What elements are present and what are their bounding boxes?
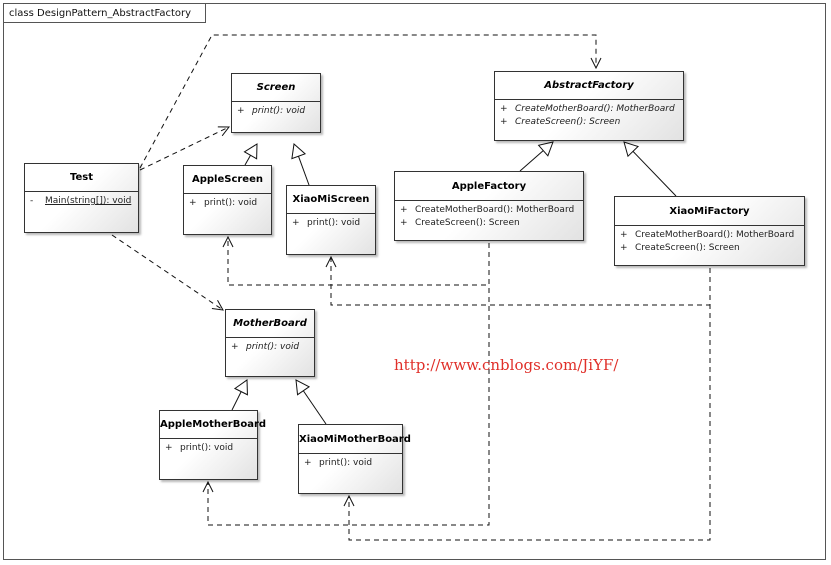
operations-compartment: + CreateMotherBoard(): MotherBoard + Create… bbox=[395, 201, 583, 230]
dep-test-motherboard-line bbox=[111, 234, 224, 311]
class-name: XiaoMiMotherBoard bbox=[299, 425, 411, 454]
operations-compartment: + print(): void bbox=[287, 214, 375, 230]
class-apple-motherboard[interactable]: AppleMotherBoard + print(): void bbox=[159, 410, 266, 480]
dep-test-abstractfactory-line bbox=[139, 34, 597, 169]
gen-xiaomiscreen-screen-line bbox=[297, 156, 310, 186]
operation: + CreateScreen(): Screen bbox=[615, 242, 804, 255]
gen-xiaomifactory-abstractfactory-line bbox=[632, 151, 677, 197]
operation: - Main(string[]): void bbox=[25, 195, 138, 208]
visibility-marker: + bbox=[292, 218, 300, 228]
visibility-marker: + bbox=[620, 243, 628, 253]
operation-signature: Main(string[]): void bbox=[45, 196, 132, 206]
gen-applemotherboard-motherboard-line bbox=[231, 391, 242, 411]
operation-signature: CreateScreen(): Screen bbox=[415, 218, 520, 228]
operation: + CreateScreen(): Screen bbox=[495, 116, 683, 129]
operation-signature: print(): void bbox=[307, 218, 361, 228]
class-screen[interactable]: Screen + print(): void bbox=[231, 73, 321, 133]
class-name: AppleScreen bbox=[184, 166, 271, 194]
visibility-marker: + bbox=[237, 106, 245, 116]
diagram-frame: class DesignPattern_AbstractFactory bbox=[3, 3, 826, 560]
dep-xiaomifactory-xiaomimotherboard-line bbox=[348, 268, 711, 541]
class-name: Test bbox=[25, 164, 138, 192]
operations-compartment: + CreateMotherBoard(): MotherBoard + Create… bbox=[615, 226, 804, 255]
dep-test-screen-line bbox=[139, 126, 230, 171]
operation: + print(): void bbox=[226, 341, 314, 354]
operation: + print(): void bbox=[160, 442, 257, 455]
class-name: AppleFactory bbox=[395, 172, 583, 201]
gen-xiaomimotherboard-motherboard-line bbox=[302, 390, 327, 425]
operations-compartment: + print(): void bbox=[232, 102, 320, 118]
dep-test-abstractfactory-arrowhead bbox=[590, 57, 602, 70]
class-apple-screen[interactable]: AppleScreen + print(): void bbox=[183, 165, 272, 235]
visibility-marker: + bbox=[620, 230, 628, 240]
operation: + print(): void bbox=[184, 197, 271, 210]
operation-signature: print(): void bbox=[204, 198, 258, 208]
watermark: http://www.cnblogs.com/JiYF/ bbox=[394, 356, 619, 374]
class-name: MotherBoard bbox=[226, 310, 314, 338]
dep-xiaomifactory-xiaomimotherboard-arrowhead bbox=[343, 494, 355, 507]
dep-test-screen-arrowhead bbox=[217, 126, 231, 137]
visibility-marker: + bbox=[165, 443, 173, 453]
visibility-marker: + bbox=[400, 205, 408, 215]
class-name: AppleMotherBoard bbox=[160, 411, 266, 439]
frame-label: class DesignPattern_AbstractFactory bbox=[4, 4, 207, 23]
class-xiaomi-motherboard[interactable]: XiaoMiMotherBoard + print(): void bbox=[298, 424, 411, 494]
operation-signature: CreateMotherBoard(): MotherBoard bbox=[415, 205, 575, 215]
operations-compartment: + print(): void bbox=[184, 194, 271, 210]
operation-signature: print(): void bbox=[319, 458, 373, 468]
gen-xiaomiscreen-screen-arrowhead bbox=[291, 143, 306, 160]
visibility-marker: + bbox=[231, 342, 239, 352]
dep-applefactory-applescreen-arrowhead bbox=[222, 235, 234, 248]
dep-xiaomifactory-xiaomiscreen-arrowhead bbox=[325, 255, 337, 268]
gen-applemotherboard-motherboard-arrowhead bbox=[233, 379, 248, 396]
class-abstract-factory[interactable]: AbstractFactory + CreateMotherBoard(): Mot… bbox=[494, 71, 684, 141]
class-xiaomi-screen[interactable]: XiaoMiScreen + print(): void bbox=[286, 185, 376, 255]
visibility-marker: + bbox=[189, 198, 197, 208]
operations-compartment: - Main(string[]): void bbox=[25, 192, 138, 208]
visibility-marker: + bbox=[500, 104, 508, 114]
operation-signature: CreateMotherBoard(): MotherBoard bbox=[515, 104, 675, 114]
class-motherboard[interactable]: MotherBoard + print(): void bbox=[225, 309, 315, 377]
class-apple-factory[interactable]: AppleFactory + CreateMotherBoard(): Mother… bbox=[394, 171, 584, 241]
class-name: XiaoMiFactory bbox=[615, 197, 804, 226]
class-name: AbstractFactory bbox=[495, 72, 683, 100]
operations-compartment: + print(): void bbox=[226, 338, 314, 354]
class-xiaomi-factory[interactable]: XiaoMiFactory + CreateMotherBoard(): Mothe… bbox=[614, 196, 805, 266]
dep-applefactory-applemotherboard-arrowhead bbox=[202, 480, 214, 493]
class-test[interactable]: Test - Main(string[]): void bbox=[24, 163, 139, 233]
operation: + print(): void bbox=[232, 105, 320, 118]
operation: + CreateMotherBoard(): MotherBoard bbox=[395, 204, 583, 217]
operations-compartment: + print(): void bbox=[160, 439, 257, 455]
class-name: Screen bbox=[232, 74, 320, 102]
gen-applescreen-screen-line bbox=[244, 155, 251, 166]
gen-xiaomifactory-abstractfactory-arrowhead bbox=[623, 141, 640, 158]
dep-test-motherboard-arrowhead bbox=[211, 300, 224, 311]
gen-applescreen-screen-arrowhead bbox=[243, 143, 258, 160]
visibility-marker: - bbox=[30, 196, 34, 206]
operation-signature: print(): void bbox=[252, 106, 306, 116]
operation-signature: print(): void bbox=[246, 342, 300, 352]
operation: + CreateMotherBoard(): MotherBoard bbox=[495, 103, 683, 116]
operation: + CreateMotherBoard(): MotherBoard bbox=[615, 229, 804, 242]
operation: + print(): void bbox=[287, 217, 375, 230]
operation-signature: print(): void bbox=[180, 443, 234, 453]
visibility-marker: + bbox=[400, 218, 408, 228]
gen-applefactory-abstractfactory-line bbox=[519, 150, 544, 172]
class-name: XiaoMiScreen bbox=[287, 186, 375, 214]
operation-signature: CreateScreen(): Screen bbox=[515, 117, 621, 127]
gen-applefactory-abstractfactory-arrowhead bbox=[537, 141, 554, 157]
visibility-marker: + bbox=[500, 117, 508, 127]
operations-compartment: + print(): void bbox=[299, 454, 402, 470]
gen-xiaomimotherboard-motherboard-arrowhead bbox=[295, 379, 311, 396]
operation-signature: CreateMotherBoard(): MotherBoard bbox=[635, 230, 795, 240]
visibility-marker: + bbox=[304, 458, 312, 468]
operations-compartment: + CreateMotherBoard(): MotherBoard + Create… bbox=[495, 100, 683, 129]
operation-signature: CreateScreen(): Screen bbox=[635, 243, 740, 253]
operation: + print(): void bbox=[299, 457, 402, 470]
operation: + CreateScreen(): Screen bbox=[395, 217, 583, 230]
